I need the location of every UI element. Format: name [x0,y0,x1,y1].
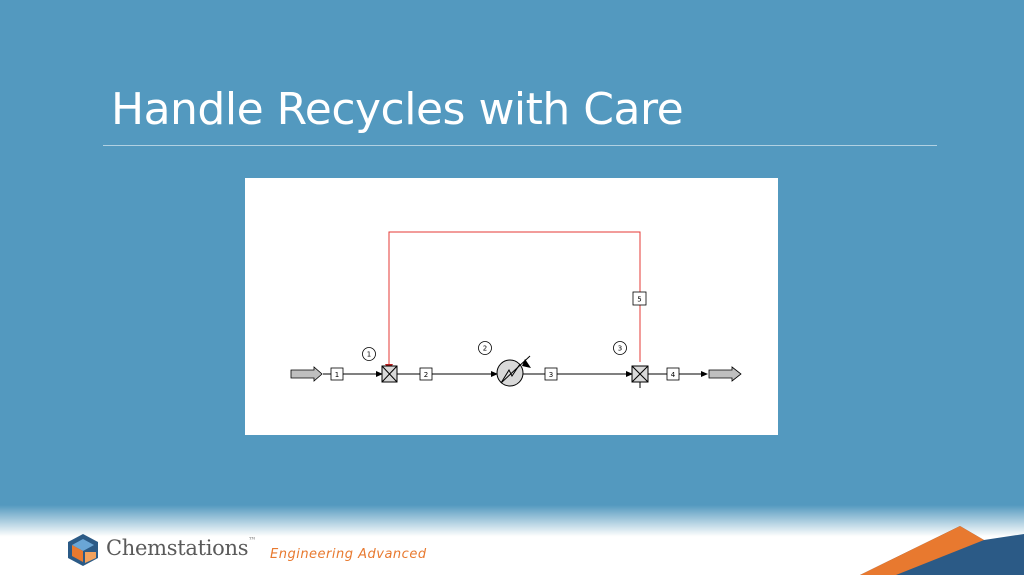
svg-text:3: 3 [549,371,553,379]
stream-label-2: 2 [419,367,433,381]
feed-arrow [290,366,323,382]
tagline: Engineering Advanced [270,547,427,562]
footer-band [0,505,1024,575]
heat-exchanger-unit [496,355,531,387]
unit-label-3: 3 [613,341,627,355]
product-arrow [708,366,742,382]
svg-text:1: 1 [335,371,339,379]
stream-label-3: 3 [544,367,558,381]
svg-text:5: 5 [637,296,641,304]
recycle-stream-line [388,231,641,365]
corner-accent-graphic [860,526,1024,575]
flowsheet-svg: 1 2 3 4 5 1 2 3 [290,231,742,388]
stream-label-4: 4 [666,367,680,381]
arrowhead [376,371,383,377]
chemstations-logo-icon [68,534,98,566]
splitter-unit [631,365,649,383]
mixer-unit [381,365,398,383]
trademark-symbol: ™ [248,536,256,545]
process-flow-diagram: 1 2 3 4 5 1 2 3 [245,178,778,435]
company-name: Chemstations™ [106,536,256,560]
arrowhead [701,371,708,377]
arrowhead [626,371,633,377]
stream-label-1: 1 [330,367,344,381]
arrowhead [491,371,498,377]
svg-text:3: 3 [618,345,622,353]
unit-label-2: 2 [478,341,492,355]
svg-text:1: 1 [367,351,371,359]
stream-label-5: 5 [632,291,647,306]
slide-title: Handle Recycles with Care [111,84,684,135]
svg-text:2: 2 [483,345,487,353]
title-divider [103,145,937,146]
arrowhead [522,359,531,368]
unit-label-1: 1 [362,347,376,361]
svg-text:2: 2 [424,371,428,379]
svg-text:4: 4 [671,371,676,379]
